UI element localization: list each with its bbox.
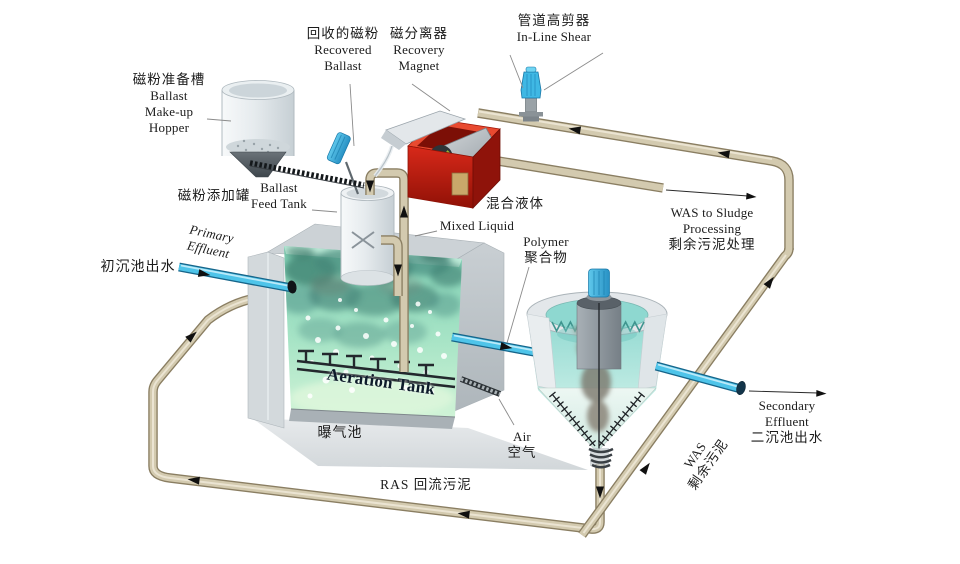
label-line: Feed Tank xyxy=(251,195,307,211)
label-line: Recovered xyxy=(314,42,372,58)
label-line: Secondary xyxy=(758,398,816,413)
feed-tank-mixer-motor xyxy=(326,132,351,165)
primary-effluent-pipe xyxy=(178,262,297,294)
mixed-liquor-riser-pipe xyxy=(365,168,409,372)
mixed-liquor-to-clarifier-pipe xyxy=(451,332,540,358)
ballast-hopper xyxy=(221,80,365,189)
label-line: Processing xyxy=(682,220,742,236)
rake-arms xyxy=(548,391,646,449)
label-line: Hopper xyxy=(148,120,190,136)
label-line: Make-up xyxy=(144,104,194,120)
recovery-magnet-unit xyxy=(373,110,501,209)
aeration-tank xyxy=(247,223,505,429)
label-mixed-liquid-en: Mixed Liquid xyxy=(439,218,515,233)
tank-inlet-port xyxy=(287,280,297,294)
label-line: Air xyxy=(513,429,531,444)
aeration-diffuser-grid xyxy=(296,349,456,389)
floor-slab xyxy=(252,418,588,470)
label-secondary-effluent: Secondary Effluent 二沉池出水 xyxy=(744,398,830,446)
label-line: 管道高剪器 xyxy=(517,13,591,28)
label-line: 回收的磁粉 xyxy=(306,26,380,41)
secondary-effluent-pipe xyxy=(654,361,746,395)
ballast-chute xyxy=(385,110,467,145)
clarifier-drive-motor xyxy=(586,268,612,301)
label-was-to-sludge: WAS to Sludge Processing 剩余污泥处理 xyxy=(660,205,764,253)
air-pipe xyxy=(459,376,502,397)
was-pipe xyxy=(578,247,794,538)
label-line: 空气 xyxy=(507,444,537,460)
label-ras-pipe: RAS 回流污泥 xyxy=(380,477,472,492)
label-line: Effluent xyxy=(765,413,809,429)
label-ballast-hopper: 磁粉准备槽 Ballast Make-up Hopper xyxy=(126,72,212,136)
ballast-powder xyxy=(236,139,280,155)
label-inline-shear: 管道高剪器 In-Line Shear xyxy=(497,13,611,45)
label-line: Ballast xyxy=(324,58,362,74)
label-feed-tank-zh: 磁粉添加罐 xyxy=(177,188,251,203)
label-line: 磁粉准备槽 xyxy=(132,72,206,87)
label-aeration-tank-zh: 曝气池 xyxy=(317,426,363,441)
ballast-conveyor xyxy=(249,160,365,188)
label-polymer: Polymer 聚合物 xyxy=(518,234,574,266)
label-line: 聚合物 xyxy=(524,249,568,265)
label-line: Magnet xyxy=(398,58,440,74)
inline-shear-device xyxy=(519,66,543,122)
secondary-clarifier xyxy=(526,268,668,469)
sludge-out-pipe xyxy=(479,153,664,193)
mixer-blade-mark xyxy=(351,231,375,249)
label-line: 磁分离器 xyxy=(390,26,448,41)
label-air: Air 空气 xyxy=(498,429,546,461)
label-line: Ballast xyxy=(150,88,188,104)
label-line: 二沉池出水 xyxy=(750,429,824,445)
label-line: Ballast xyxy=(260,180,298,195)
label-recovery-magnet: 磁分离器 Recovery Magnet xyxy=(381,26,457,74)
air-bubbles xyxy=(305,298,447,399)
label-line: Polymer xyxy=(523,234,569,249)
label-recovered-ballast: 回收的磁粉 Recovered Ballast xyxy=(303,26,383,74)
label-line: In-Line Shear xyxy=(516,29,592,45)
label-pointers xyxy=(206,52,819,426)
magnet-panel xyxy=(451,172,469,196)
ras-return-pipe xyxy=(148,291,605,534)
ballast-drop-pipe xyxy=(381,235,403,296)
label-line: 剩余污泥处理 xyxy=(668,236,756,252)
label-feed-tank-en: Ballast Feed Tank xyxy=(243,180,315,212)
underflow-screw xyxy=(588,447,614,469)
label-mixed-liquid-zh: 混合液体 xyxy=(486,196,544,211)
label-line: Recovery xyxy=(393,42,445,58)
label-line: WAS to Sludge xyxy=(670,205,754,220)
label-primary-effluent-zh: 初沉池出水 xyxy=(100,260,176,275)
